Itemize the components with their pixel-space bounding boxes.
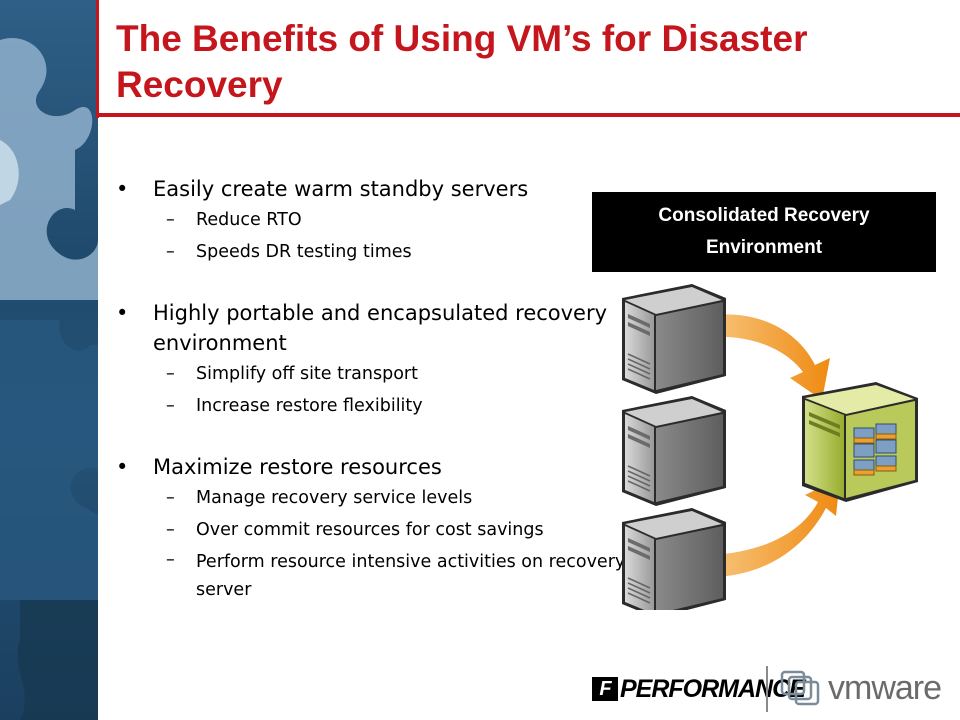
performance-logo: F PERFORMANCE bbox=[592, 674, 806, 704]
logo-divider bbox=[766, 666, 768, 712]
sub-bullet-text: Simplify off site transport bbox=[196, 364, 418, 384]
consolidated-recovery-text: Consolidated Recovery Environment bbox=[658, 205, 870, 258]
section-gap bbox=[116, 422, 626, 452]
title-underline bbox=[96, 113, 960, 117]
source-server-3 bbox=[621, 507, 727, 610]
sub-bullet-item: – Over commit resources for cost savings bbox=[116, 514, 626, 546]
sub-bullet-text: Over commit resources for cost savings bbox=[196, 520, 544, 540]
sub-bullet-item: – Reduce RTO bbox=[116, 204, 626, 236]
puzzle-graphic bbox=[0, 38, 98, 720]
top-arrow bbox=[712, 314, 830, 400]
bullet-item: • Easily create warm standby servers bbox=[116, 174, 626, 204]
sub-bullet-dash: – bbox=[166, 396, 175, 416]
source-server-1 bbox=[621, 283, 727, 395]
bullet-text: Maximize restore resources bbox=[153, 455, 442, 479]
slide-title: The Benefits of Using VM’s for Disaster … bbox=[116, 18, 808, 105]
title-accent-rule bbox=[96, 0, 99, 118]
bullet-text: Easily create warm standby servers bbox=[153, 177, 529, 201]
sub-bullet-dash: – bbox=[166, 488, 175, 508]
vmware-logo-text: vmware bbox=[828, 669, 942, 707]
sub-bullet-dash: – bbox=[166, 210, 175, 230]
consolidation-diagram bbox=[621, 283, 918, 610]
sub-bullet-item: – Speeds DR testing times bbox=[116, 236, 626, 268]
consolidated-recovery-label: Consolidated Recovery Environment bbox=[592, 192, 936, 272]
sub-bullet-item: – Manage recovery service levels bbox=[116, 482, 626, 514]
sub-bullet-text: Manage recovery service levels bbox=[196, 488, 473, 508]
bullet-dot: • bbox=[116, 455, 129, 479]
performance-logo-text: PERFORMANCE bbox=[620, 674, 806, 703]
performance-logo-mark: F bbox=[592, 677, 618, 701]
bullet-item: • Maximize restore resources bbox=[116, 452, 626, 482]
sub-bullet-text: Speeds DR testing times bbox=[196, 242, 412, 262]
sub-bullet-item: – Increase restore flexibility bbox=[116, 390, 626, 422]
consolidated-server bbox=[802, 382, 918, 502]
bottom-arrow bbox=[712, 478, 840, 577]
sub-bullet-dash: – bbox=[166, 364, 175, 384]
source-server-2 bbox=[621, 395, 727, 507]
section-gap bbox=[116, 268, 626, 298]
sub-bullet-text: Reduce RTO bbox=[196, 210, 302, 230]
bullet-text: Highly portable and encapsulated recover… bbox=[153, 301, 608, 355]
sub-bullet-text: Increase restore flexibility bbox=[196, 396, 423, 416]
sub-bullet-text: Perform resource intensive activities on… bbox=[196, 552, 626, 600]
vmware-mark-icon bbox=[780, 670, 820, 706]
bullet-dot: • bbox=[116, 301, 129, 325]
footer-logos: F PERFORMANCE vmware bbox=[592, 660, 952, 712]
bullet-item: • Highly portable and encapsulated recove… bbox=[116, 298, 626, 358]
sub-bullet-dash: – bbox=[166, 520, 175, 540]
sub-bullet-dash: – bbox=[166, 242, 175, 262]
sub-bullet-item: – Perform resource intensive activities o… bbox=[116, 546, 626, 604]
bullet-list: • Easily create warm standby servers – Red… bbox=[116, 174, 626, 604]
bullet-dot: • bbox=[116, 177, 129, 201]
sub-bullet-dash: – bbox=[166, 550, 175, 570]
sub-bullet-item: – Simplify off site transport bbox=[116, 358, 626, 390]
